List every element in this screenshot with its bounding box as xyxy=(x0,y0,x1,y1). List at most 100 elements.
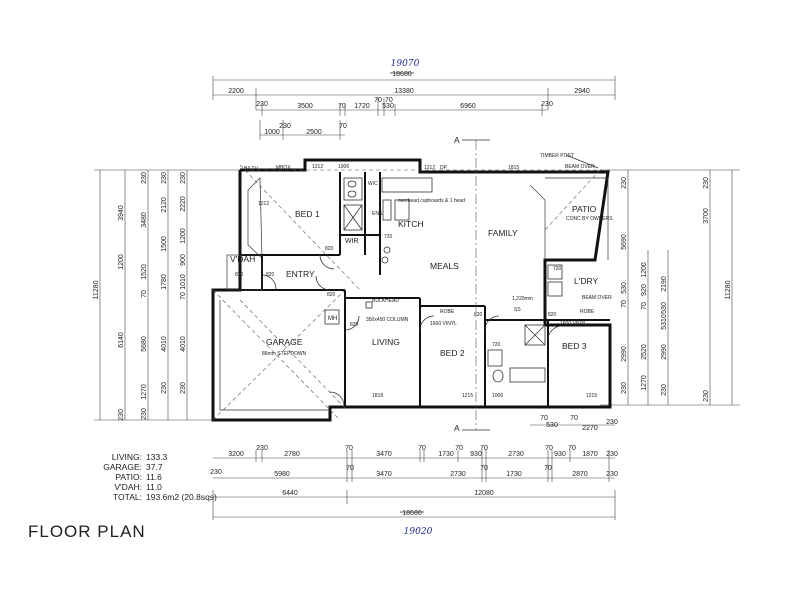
bottom-1-1: 230 xyxy=(256,445,268,452)
top-dim-1-2: 2940 xyxy=(574,88,590,95)
note-beam-over-top: BEAM OVER xyxy=(565,164,595,170)
room-ldry: L'DRY xyxy=(574,276,598,286)
note-width-1220: 1,220mm xyxy=(512,296,533,302)
left-inner-1: 3480 xyxy=(141,212,148,228)
top-dimensions: 18680 19070 2200 13380 2940 230 3500 70 … xyxy=(212,59,616,140)
room-ens: ENS xyxy=(372,211,383,217)
bottom-2-4: 2730 xyxy=(450,471,466,478)
door-label-1: 820 xyxy=(266,272,275,278)
left-inner-2: 1520 xyxy=(141,264,148,280)
left-inner3-1: 2220 xyxy=(180,196,187,212)
left-mid-0: 3940 xyxy=(118,205,125,221)
left-mid-1: 1200 xyxy=(118,254,125,270)
right-a-0: 230 xyxy=(703,177,710,189)
area-label: TOTAL: xyxy=(113,492,142,502)
left-inner-3: 70 xyxy=(141,290,148,298)
roof-lines xyxy=(212,164,610,421)
door-label-5: 820 xyxy=(474,312,483,318)
bottom-0-0: 70 xyxy=(540,415,548,422)
left-dimensions: 11280 3940 1200 6140 230 230 3480 1520 7… xyxy=(93,169,240,421)
top-dim-2-4: 70 xyxy=(385,97,393,104)
note-vinyl-1: 1600 VINYL xyxy=(430,321,457,327)
note-robe-2: ROBE xyxy=(580,309,595,315)
bottom-1-8: 930 xyxy=(470,451,482,458)
area-value: 37.7 xyxy=(146,462,163,472)
left-inner-6: 230 xyxy=(141,408,148,420)
room-vdah: V'DAH xyxy=(230,254,255,264)
right-d-1: 530 xyxy=(621,282,628,294)
right-d-3: 5310 xyxy=(661,314,668,330)
room-garage: GARAGE xyxy=(266,337,303,347)
right-b-0: 11280 xyxy=(725,280,732,299)
overall-bottom-struck: 18680 xyxy=(402,510,422,517)
left-overall: 11280 xyxy=(93,280,100,299)
left-inner-0: 230 xyxy=(141,172,148,184)
note-ss: SS xyxy=(514,307,521,313)
door-label-8: 720 xyxy=(384,234,393,240)
area-row-vdah: V'DAH:11.0 xyxy=(70,482,286,492)
door-label-4: 820 xyxy=(350,322,359,328)
left-inner3-2: 1200 xyxy=(180,228,187,244)
door-label-6: 820 xyxy=(548,312,557,318)
top-dim-2-5: 1720 xyxy=(354,103,370,110)
left-mid-3: 230 xyxy=(118,409,125,421)
room-patio: PATIO xyxy=(572,204,597,214)
room-bed3: BED 3 xyxy=(562,341,587,351)
top-dim-2-2: 70 xyxy=(338,103,346,110)
room-kitch: KITCH xyxy=(398,219,424,229)
bottom-0-3: 2270 xyxy=(582,425,598,432)
door-swings xyxy=(261,254,563,407)
door-label-0: 820 xyxy=(325,246,334,252)
note-bi-tv: B/I TV xyxy=(244,166,258,172)
right-d-2: 70 xyxy=(621,300,628,308)
section-a-bottom: A xyxy=(454,423,460,433)
left-inner3-0: 230 xyxy=(180,172,187,184)
bottom-2-3: 3470 xyxy=(376,471,392,478)
opening-label-5: 1215 xyxy=(462,393,473,399)
top-dim-2-7: 6960 xyxy=(460,103,476,110)
top-dim-3-3: 70 xyxy=(339,123,347,130)
fixtures xyxy=(324,177,563,383)
area-label: GARAGE: xyxy=(103,462,142,472)
left-inner2-3: 1780 xyxy=(161,274,168,290)
right-c-0: 1200 xyxy=(641,262,648,278)
note-overhead: overhead cupboards & 1 head xyxy=(398,198,465,204)
area-row-total: TOTAL: 193.6m2 (20.8sqs) xyxy=(70,492,286,502)
door-label-3: 820 xyxy=(327,292,336,298)
bottom-1-11: 70 xyxy=(545,445,553,452)
walls xyxy=(211,158,612,422)
note-mbox: MBOX xyxy=(276,165,291,171)
note-column: 350x450 COLUMN xyxy=(366,317,409,323)
bottom-2-5: 70 xyxy=(480,465,488,472)
area-value: 133.3 xyxy=(146,452,168,462)
left-inner2-0: 230 xyxy=(161,172,168,184)
area-value: 193.6m2 (20.8sqs) xyxy=(146,492,217,502)
note-beam-over-right: BEAM OVER xyxy=(582,295,612,301)
right-a-1: 3700 xyxy=(703,208,710,224)
note-timber-post: TIMBER POST xyxy=(540,153,574,159)
area-label: LIVING: xyxy=(111,452,142,462)
top-dim-2-8: 230 xyxy=(541,101,553,108)
right-a-4: 530 xyxy=(661,302,668,314)
left-mid-2: 6140 xyxy=(118,332,125,348)
bottom-0-2: 530 xyxy=(546,422,558,429)
room-labels: BED 1 FAMILY PATIO CONC BY OWNERS MEALS … xyxy=(230,181,613,358)
room-wir: WIR xyxy=(345,238,359,245)
bottom-1-15: 230 xyxy=(606,451,618,458)
patio-note: CONC BY OWNERS xyxy=(566,216,613,222)
left-inner3-4: 1010 xyxy=(180,274,187,290)
bottom-1-3: 70 xyxy=(345,445,353,452)
opening-label-0: 1212 xyxy=(312,164,323,170)
section-line-a: A A xyxy=(454,135,490,433)
note-robe: ROBE xyxy=(440,309,455,315)
bottom-3-0: 6440 xyxy=(282,490,298,497)
area-row-living: LIVING: 133.3 xyxy=(70,452,286,462)
room-living: LIVING xyxy=(372,337,400,347)
bottom-0-1: 70 xyxy=(570,415,578,422)
area-row-patio: PATIO:11.6 xyxy=(70,472,286,482)
bottom-1-0: 3200 xyxy=(228,451,244,458)
bottom-1-7: 70 xyxy=(455,445,463,452)
room-mh: MH xyxy=(328,316,337,322)
top-dim-3-1: 230 xyxy=(279,123,291,130)
